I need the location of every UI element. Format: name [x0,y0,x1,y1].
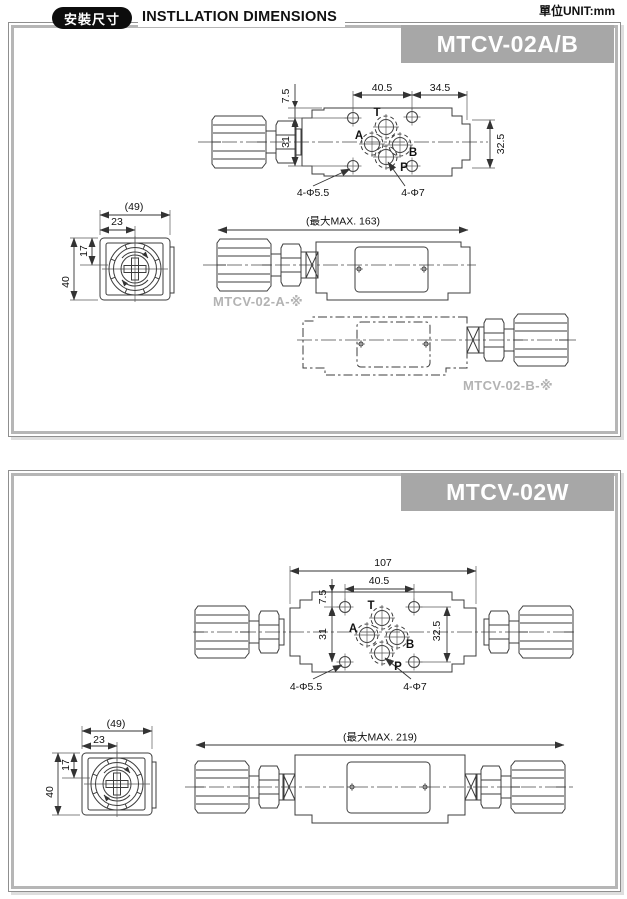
panel-mtcv-02ab: MTCV-02A/B [8,22,621,437]
panel-inner-frame [11,25,618,434]
p1-dim-max-163: (最大MAX. 163) [305,215,381,228]
p1-dim-31: 31 [280,136,292,148]
p2-dim-7-5: 7.5 [317,589,329,605]
p1-dim-32-5: 32.5 [495,133,507,155]
p1-callout-port-holes: 4-Φ7 [401,187,425,199]
p2-dim-31: 31 [317,628,329,640]
p2-callout-port-holes: 4-Φ7 [403,681,427,693]
p2-dim-107: 107 [374,557,392,569]
page-title: INSTLLATION DIMENSIONS [138,9,346,27]
p1-port-p-label: P [400,162,408,174]
p1-dim-7-5: 7.5 [280,88,292,104]
section-badge: 安裝尺寸 [52,7,132,29]
p2-dim-40: 40 [44,786,56,798]
p1-dim-17: 17 [78,245,90,257]
p2-port-t-label: T [367,600,375,612]
p2-port-p-label: P [394,661,402,673]
p2-port-b-label: B [405,639,415,651]
p1-dim-40-5: 40.5 [371,82,393,94]
p2-dim-max-219: (最大MAX. 219) [342,731,418,744]
p1-model-b-label: MTCV-02-B-※ [463,378,553,393]
p1-dim-23: 23 [111,216,123,228]
p2-dim-17: 17 [60,759,72,771]
model-banner: MTCV-02W [401,473,614,511]
model-banner: MTCV-02A/B [401,25,614,63]
p1-port-t-label: T [373,107,381,119]
p2-port-a-label: A [348,623,358,635]
p2-dim-32-5: 32.5 [431,620,443,642]
p1-dim-40: 40 [60,276,72,288]
p1-dim-49: (49) [124,201,144,213]
p1-callout-mounting-holes: 4-Φ5.5 [296,187,330,199]
p1-port-a-label: A [354,130,364,142]
p1-port-b-label: B [408,147,418,159]
p2-dim-23: 23 [93,734,105,746]
p1-dim-34-5: 34.5 [429,82,451,94]
p2-dim-49: (49) [106,718,126,730]
p2-callout-mounting-holes: 4-Φ5.5 [289,681,323,693]
p1-model-a-label: MTCV-02-A-※ [213,294,303,309]
unit-label: 單位UNIT:mm [538,4,615,18]
p2-dim-40-5: 40.5 [368,575,390,587]
